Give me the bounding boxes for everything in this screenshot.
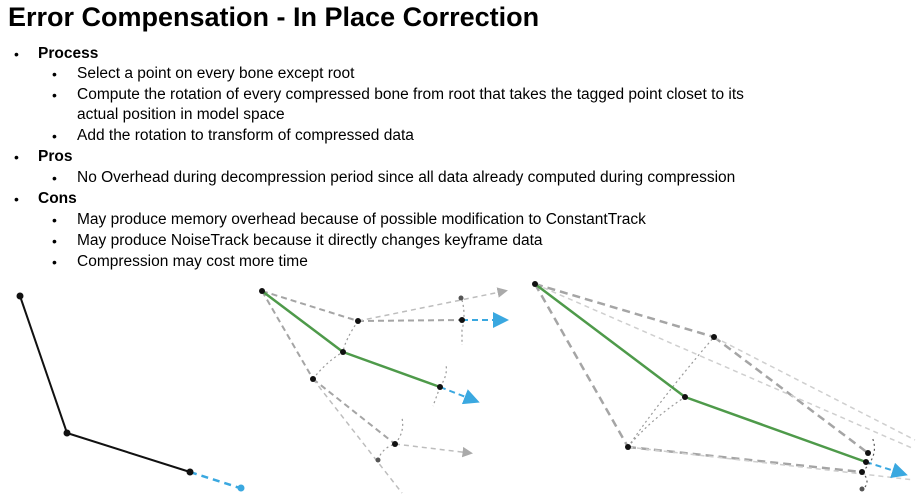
cons-item-1: May produce memory overhead because of p… [77, 211, 646, 228]
diagram-correction-steps [259, 287, 509, 494]
section-heading-cons: Cons [38, 190, 77, 207]
diagram-final-chain [532, 281, 916, 492]
bullet-dot: • [14, 191, 19, 207]
cons-item-2: May produce NoiseTrack because it direct… [77, 232, 543, 249]
cons-item-3: Compression may cost more time [77, 253, 308, 270]
bullet-dot: • [14, 46, 19, 62]
pros-item-1: No Overhead during decompression period … [77, 169, 736, 186]
bullet-dot: • [14, 149, 19, 165]
bullet-dot: • [52, 87, 57, 103]
process-item-2: Compute the rotation of every compressed… [77, 86, 744, 103]
bullet-dot: • [52, 66, 57, 82]
process-item-1: Select a point on every bone except root [77, 65, 355, 82]
process-item-3: Add the rotation to transform of compres… [77, 127, 414, 144]
bullet-dot: • [52, 170, 57, 186]
bullet-dot: • [52, 254, 57, 270]
diagram-original-chain [16, 292, 245, 492]
bullet-dot: • [52, 128, 57, 144]
bullet-dot: • [52, 212, 57, 228]
bullet-dot: • [52, 233, 57, 249]
section-heading-process: Process [38, 45, 99, 62]
section-heading-pros: Pros [38, 148, 73, 165]
slide-title: Error Compensation - In Place Correction [8, 2, 540, 32]
process-item-2-cont: actual position in model space [77, 106, 285, 123]
